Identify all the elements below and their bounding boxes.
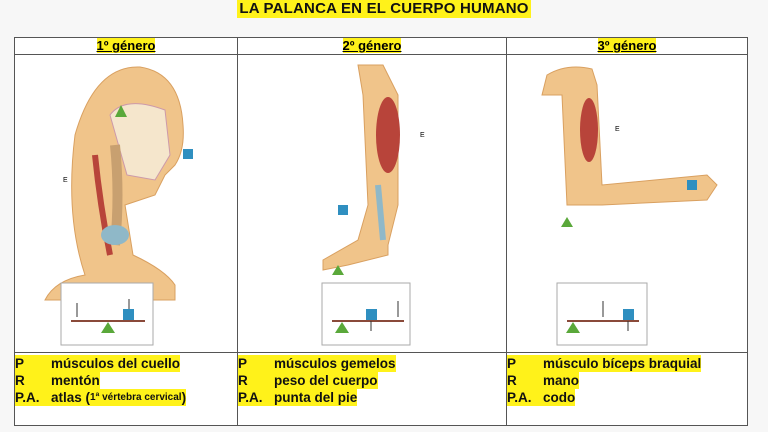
lever-diagram [60, 282, 154, 346]
resistance-marker [338, 205, 348, 215]
fulcrum-marker [115, 105, 127, 117]
lever-diagram [321, 282, 411, 346]
fulcrum-marker [561, 217, 573, 227]
lever-table: 1º género 2º género 3º género E [14, 37, 748, 426]
arm-illustration [541, 66, 718, 206]
header-3: 3º género [506, 37, 748, 55]
lever-diagram [556, 282, 648, 346]
page-title: LA PALANCA EN EL CUERPO HUMANO [237, 0, 531, 18]
effort-label: E [420, 132, 425, 139]
header-1: 1º género [14, 37, 238, 55]
head-illustration [44, 66, 184, 301]
resistance-marker [687, 180, 697, 190]
row-fulcrum: P.A.atlas (1ª vértebra cervical) [15, 389, 187, 406]
row-fulcrum: P.A.codo [507, 389, 576, 406]
resistance-marker [183, 149, 193, 159]
figure-third-class: E [506, 54, 748, 353]
row-fulcrum: P.A.punta del pie [238, 389, 358, 406]
fulcrum-marker [332, 265, 344, 275]
figure-first-class: E [14, 54, 238, 353]
leg-illustration [322, 64, 400, 271]
effort-label: E [63, 177, 68, 184]
figure-second-class: E [237, 54, 507, 353]
effort-label: E [615, 126, 620, 133]
header-2: 2º género [237, 37, 507, 55]
